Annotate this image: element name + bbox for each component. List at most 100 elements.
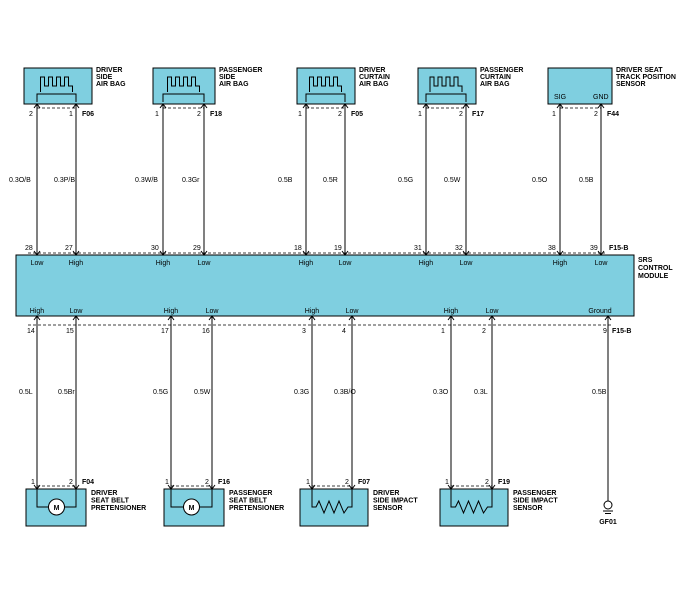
- module-pin: 29: [193, 245, 201, 252]
- pin-number: 2: [338, 111, 342, 118]
- component-name: SENSOR: [513, 505, 543, 512]
- connector-id: F18: [210, 111, 222, 118]
- wire-color: 0.5B: [592, 389, 607, 396]
- component-box: [417, 67, 477, 105]
- module-pin: 19: [334, 245, 342, 252]
- motor-icon: M: [170, 489, 213, 516]
- top-component: [547, 67, 613, 255]
- component-name: AIR BAG: [359, 81, 389, 88]
- pin-number: 1: [165, 479, 169, 486]
- bottom-component: [439, 316, 509, 527]
- module-arrow: [462, 250, 470, 256]
- connector-id: F06: [82, 111, 94, 118]
- top-component: [23, 67, 93, 255]
- component-name: CURTAIN: [359, 74, 390, 81]
- module-arrow: [341, 250, 349, 256]
- module-pin: 4: [342, 328, 346, 335]
- wire-color: 0.3O: [433, 389, 449, 396]
- ground-icon: [603, 500, 613, 510]
- connector-id: F05: [351, 111, 363, 118]
- component-name: PASSENGER: [229, 490, 272, 497]
- module-pin-label: High: [299, 260, 314, 267]
- module-pin-label: Low: [346, 308, 360, 315]
- heater-element-icon: [36, 76, 77, 102]
- pin-number: 2: [69, 479, 73, 486]
- connector-arrow: [72, 484, 80, 490]
- module-pin-label: Low: [31, 260, 45, 267]
- connector-arrow: [556, 103, 564, 109]
- component-name: AIR BAG: [480, 81, 510, 88]
- module-top-connector: F15-B: [609, 245, 628, 252]
- heater-element-icon: [425, 76, 467, 102]
- connector-id: F44: [607, 111, 619, 118]
- module-pin-label: Low: [70, 308, 84, 315]
- wire-color: 0.3W/B: [135, 177, 158, 184]
- wire-color: 0.3Gr: [182, 177, 200, 184]
- module-arrow: [302, 250, 310, 256]
- pin-label: SIG: [554, 94, 566, 101]
- component-name: SIDE: [219, 74, 236, 81]
- resistor-icon: [311, 489, 353, 515]
- connector-arrow: [200, 103, 208, 109]
- module-pin-label: Ground: [588, 308, 611, 315]
- heater-element-icon: [305, 76, 346, 102]
- pin-number: 1: [31, 479, 35, 486]
- pin-number: 2: [594, 111, 598, 118]
- wire-color: 0.5Br: [58, 389, 75, 396]
- pin-number: 1: [155, 111, 159, 118]
- module-arrow: [33, 250, 41, 256]
- component-name: PRETENSIONER: [91, 505, 146, 512]
- pin-number: 2: [29, 111, 33, 118]
- module-arrow: [159, 250, 167, 256]
- module-pin-label: High: [164, 308, 179, 315]
- module-arrow: [488, 315, 496, 321]
- module-bottom-connector: F15-B: [612, 328, 631, 335]
- module-pin-label: Low: [198, 260, 212, 267]
- component-box: [299, 488, 369, 527]
- wire-color: 0.5O: [532, 177, 548, 184]
- component-box: [439, 488, 509, 527]
- module-arrow: [604, 315, 612, 321]
- wire-color: 0.5W: [444, 177, 461, 184]
- component-name: DRIVER: [373, 490, 399, 497]
- connector-id: F16: [218, 479, 230, 486]
- module-arrow: [597, 250, 605, 256]
- bottom-component: M: [163, 316, 225, 527]
- pin-number: 1: [445, 479, 449, 486]
- module-pin: 16: [202, 328, 210, 335]
- pin-number: 1: [306, 479, 310, 486]
- pin-number: 2: [485, 479, 489, 486]
- module-pin-label: High: [69, 260, 84, 267]
- module-pin-label: High: [156, 260, 171, 267]
- bottom-component: [299, 316, 369, 527]
- component-name: DRIVER SEAT: [616, 67, 663, 74]
- module-arrow: [167, 315, 175, 321]
- wire-color: 0.5L: [19, 389, 33, 396]
- connector-arrow: [302, 103, 310, 109]
- wire-color: 0.5G: [153, 389, 168, 396]
- wire-color: 0.5B: [579, 177, 594, 184]
- connector-arrow: [159, 103, 167, 109]
- ground-id: GF01: [599, 519, 617, 526]
- connector-arrow: [422, 103, 430, 109]
- module-pin-label: Low: [206, 308, 220, 315]
- component-name: SENSOR: [616, 81, 646, 88]
- component-name: TRACK POSITION: [616, 74, 676, 81]
- module-name: MODULE: [638, 273, 669, 280]
- component-name: PASSENGER: [219, 67, 262, 74]
- connector-id: F04: [82, 479, 94, 486]
- component-name: DRIVER: [91, 490, 117, 497]
- module-arrow: [422, 250, 430, 256]
- component-name: PRETENSIONER: [229, 505, 284, 512]
- component-name: SIDE: [96, 74, 113, 81]
- module-pin: 31: [414, 245, 422, 252]
- motor-icon: M: [36, 489, 77, 516]
- module-pin: 3: [302, 328, 306, 335]
- connector-arrow: [597, 103, 605, 109]
- component-name: PASSENGER: [480, 67, 523, 74]
- connector-arrow: [167, 484, 175, 490]
- motor-label: M: [189, 505, 195, 512]
- module-arrow: [208, 315, 216, 321]
- module-pin-label: High: [30, 308, 45, 315]
- component-name: SENSOR: [373, 505, 403, 512]
